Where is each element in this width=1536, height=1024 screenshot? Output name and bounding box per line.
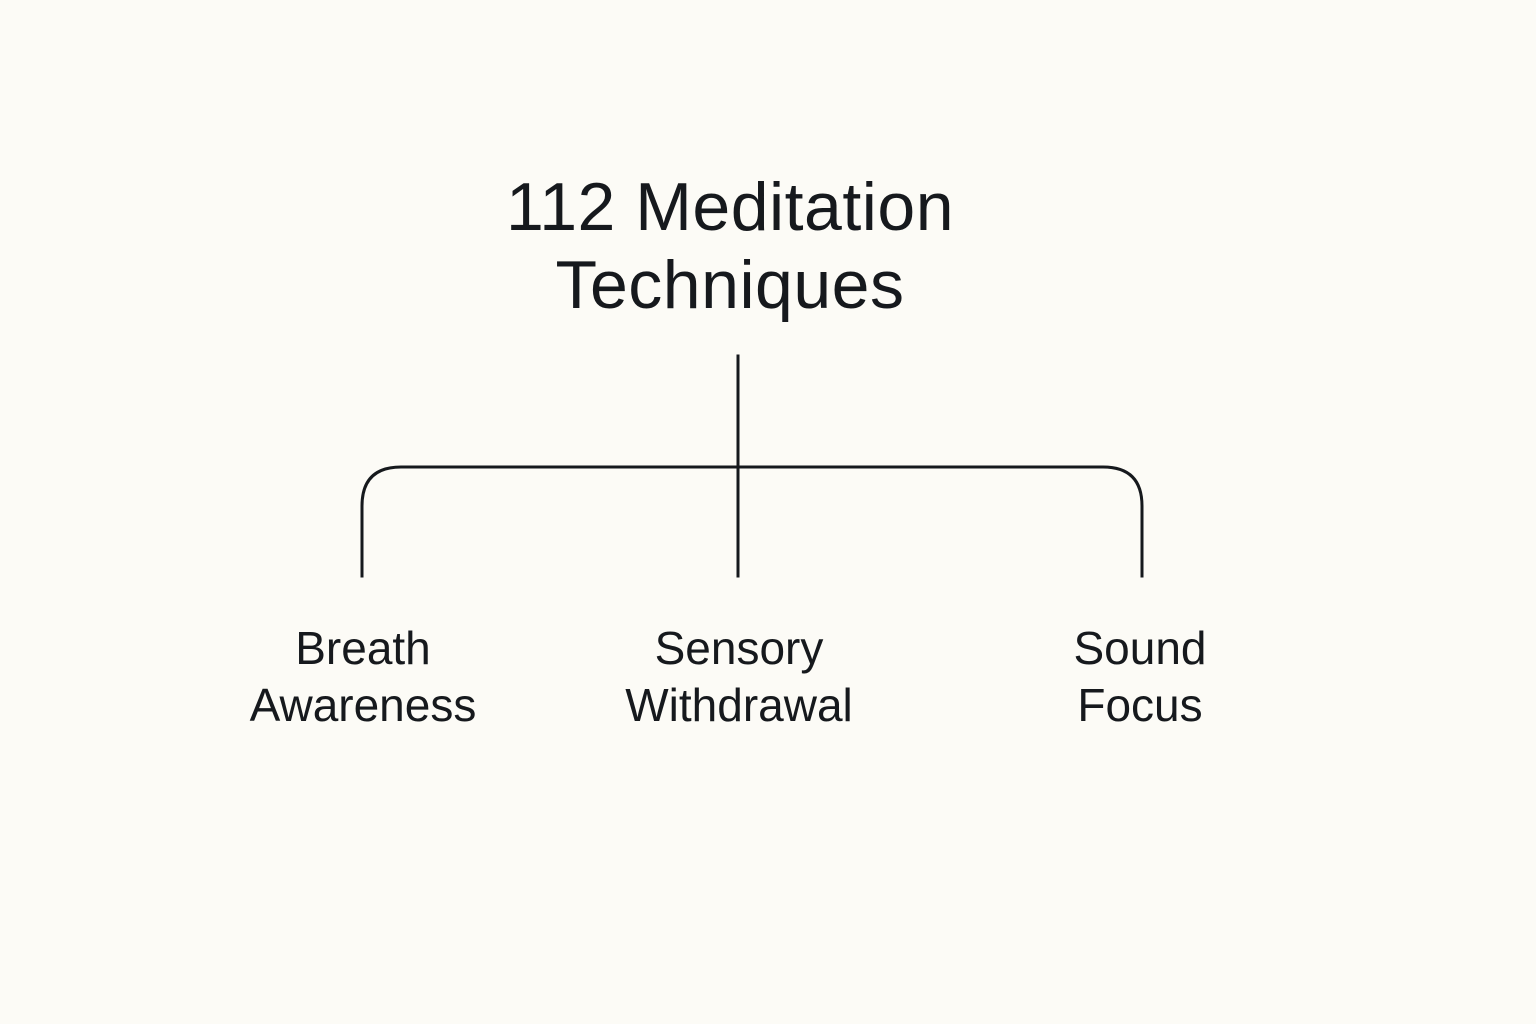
child-label-line-1: Sensory: [654, 622, 824, 674]
child-node-sound-focus: Sound Focus: [960, 620, 1320, 734]
child-label-line-1: Breath: [295, 622, 431, 674]
child-node-breath-awareness: Breath Awareness: [183, 620, 543, 734]
child-label-line-1: Sound: [1073, 622, 1207, 674]
branch-bracket-line: [360, 465, 1144, 578]
child-label-line-2: Focus: [1077, 679, 1203, 731]
child-node-sensory-withdrawal: Sensory Withdrawal: [559, 620, 919, 734]
root-title-line-1: 112 Meditation: [505, 169, 955, 245]
root-title-line-2: Techniques: [555, 247, 905, 323]
child-label-line-2: Withdrawal: [625, 679, 853, 731]
root-node-title: 112 Meditation Techniques: [430, 168, 1030, 324]
child-label-line-2: Awareness: [249, 679, 477, 731]
